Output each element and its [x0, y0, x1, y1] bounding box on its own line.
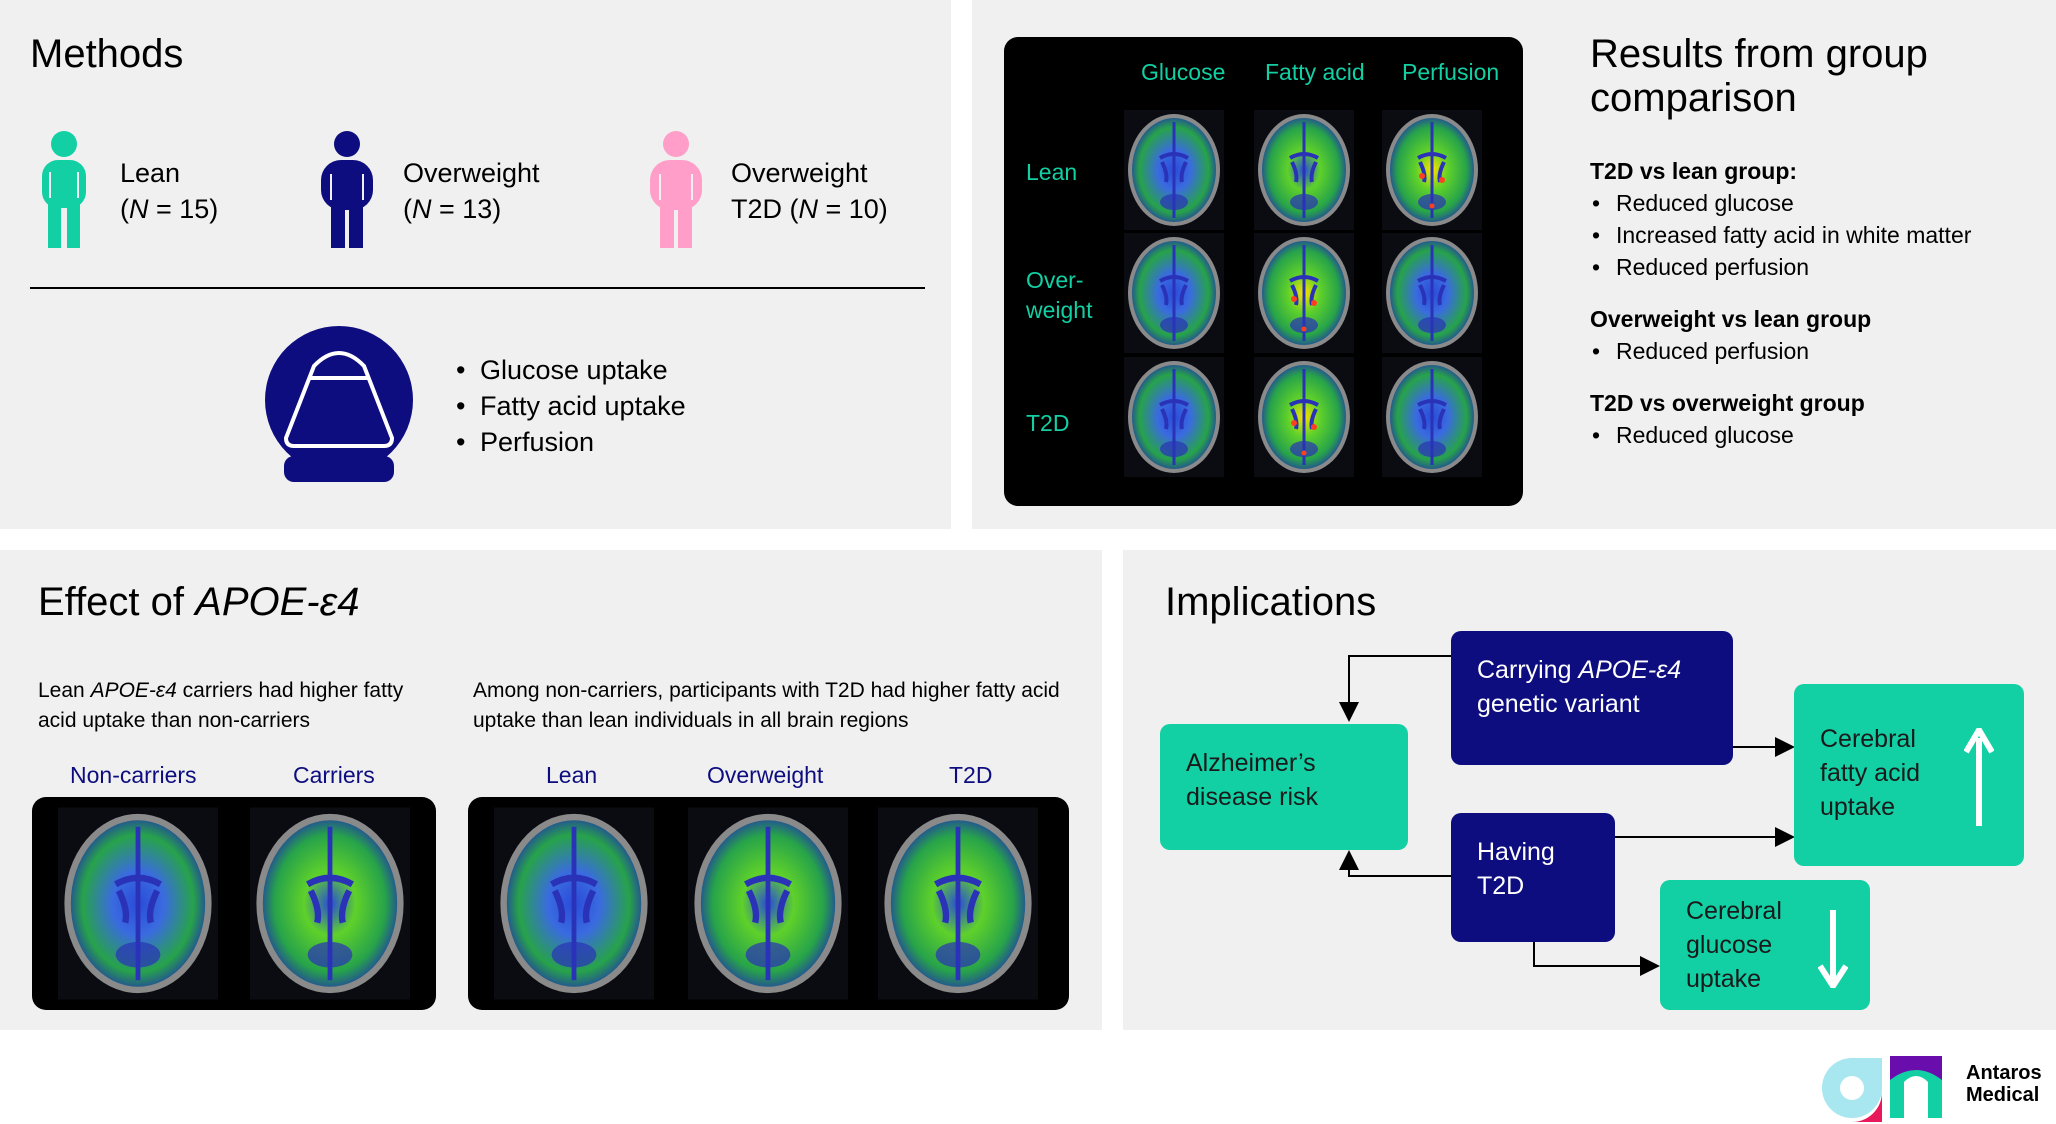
- finding-heading: Overweight vs lean group: [1590, 306, 1872, 332]
- t2d-group-label: Overweight T2D (N = 10): [731, 158, 888, 224]
- measure-item: Perfusion: [454, 424, 686, 460]
- apoe-title: Effect of APOE-ε4: [38, 580, 360, 624]
- glucose-uptake-box: Cerebral glucose uptake: [1660, 880, 1870, 1010]
- implications-title: Implications: [1165, 580, 1377, 624]
- having-t2d-box: Having T2D: [1451, 813, 1615, 942]
- brain-scan-image: [1124, 110, 1224, 230]
- apoe-left-text: Lean APOE-ε4 carriers had higher fatty a…: [38, 679, 404, 732]
- finding-item: Reduced glucose: [1590, 187, 2030, 219]
- methods-title: Methods: [30, 32, 184, 76]
- brain-scan-image: [1382, 357, 1482, 477]
- measures-list: Glucose uptake Fatty acid uptake Perfusi…: [454, 352, 686, 460]
- results-panel: Glucose Fatty acid Perfusion Lean Over-w…: [972, 0, 2056, 529]
- measure-item: Glucose uptake: [454, 352, 686, 388]
- brain-scan-image: [1124, 357, 1224, 477]
- finding-item: Reduced glucose: [1590, 419, 2030, 451]
- brain-scan: [688, 805, 848, 1007]
- label-overweight: Overweight: [707, 762, 824, 788]
- methods-divider: [30, 287, 925, 289]
- finding-item: Reduced perfusion: [1590, 335, 2030, 367]
- brain-scan: [58, 805, 218, 1007]
- brain-scan: [878, 805, 1038, 1007]
- lean-group-label: Lean (N = 15): [120, 158, 219, 224]
- arrow-down-icon: [1818, 910, 1848, 988]
- brain-scan: [494, 805, 654, 1007]
- t2d-person-icon: [650, 131, 702, 248]
- brain-scan-image: [1254, 110, 1354, 230]
- finding-item: Reduced perfusion: [1590, 251, 2030, 283]
- overweight-group-label: Overweight (N = 13): [403, 158, 540, 224]
- fatty-acid-uptake-box: Cerebral fatty acid uptake: [1794, 684, 2024, 866]
- row-label-overweight: Over-weight: [1026, 267, 1093, 323]
- antaros-medical-logo: [1822, 1056, 1942, 1122]
- brain-scan-image: [1254, 233, 1354, 353]
- apoe-carrier-box: Carrying APOE-ε4 genetic variant: [1451, 631, 1733, 765]
- finding-item: Increased fatty acid in white matter: [1590, 219, 2030, 251]
- brain-scan: [1382, 110, 1482, 235]
- row-label-lean: Lean: [1026, 159, 1078, 185]
- arrow-up-icon: [1964, 728, 1994, 826]
- pet-scanner-icon: [265, 326, 413, 482]
- label-carriers: Carriers: [293, 762, 375, 788]
- results-brain-grid: Glucose Fatty acid Perfusion Lean Over-w…: [1004, 37, 1523, 506]
- brain-scan-image: [1382, 110, 1482, 230]
- brain-scan-image: [688, 807, 848, 1000]
- brain-scan-image: [494, 807, 654, 1000]
- finding-heading: T2D vs overweight group: [1590, 390, 1865, 416]
- brain-scan: [1254, 357, 1354, 482]
- apoe-carrier-scans: [32, 797, 436, 1010]
- implications-panel: Implications Alzheimer’s disease risk Ca…: [1123, 550, 2056, 1030]
- results-findings: T2D vs lean group: Reduced glucose Incre…: [1590, 155, 2030, 451]
- alzheimers-risk-box: Alzheimer’s disease risk: [1160, 724, 1408, 850]
- apoe-group-scans: [468, 797, 1069, 1010]
- apoe-right-text: Among non-carriers, participants with T2…: [473, 679, 1060, 732]
- column-header-fatty-acid: Fatty acid: [1265, 59, 1365, 85]
- lean-person-icon: [42, 131, 86, 248]
- brain-scan: [1124, 110, 1224, 235]
- label-lean: Lean: [546, 762, 598, 788]
- brain-scan-image: [1254, 357, 1354, 477]
- apoe-panel: Effect of APOE-ε4 Lean APOE-ε4 carriers …: [0, 550, 1102, 1030]
- brain-scan-image: [58, 807, 218, 1000]
- brain-scan: [1254, 110, 1354, 235]
- methods-panel: Methods Lean (N = 15) Overweight (N = 13…: [0, 0, 951, 529]
- label-non-carriers: Non-carriers: [70, 762, 197, 788]
- label-t2d: T2D: [949, 762, 993, 788]
- measure-item: Fatty acid uptake: [454, 388, 686, 424]
- finding-heading: T2D vs lean group:: [1590, 158, 1798, 184]
- brain-scan: [1124, 357, 1224, 482]
- row-label-t2d: T2D: [1026, 410, 1070, 436]
- brain-scan-image: [878, 807, 1038, 1000]
- brain-scan: [1382, 233, 1482, 358]
- column-header-perfusion: Perfusion: [1402, 59, 1500, 85]
- flow-connectors: [1339, 655, 1795, 976]
- brain-scan: [250, 805, 410, 1007]
- column-header-glucose: Glucose: [1141, 59, 1226, 85]
- brain-scan: [1382, 357, 1482, 482]
- brain-scan-image: [1382, 233, 1482, 353]
- brain-scan-image: [250, 807, 410, 1000]
- overweight-person-icon: [321, 131, 373, 248]
- brain-scan: [1124, 233, 1224, 358]
- brain-scan: [1254, 233, 1354, 358]
- brain-scan-image: [1124, 233, 1224, 353]
